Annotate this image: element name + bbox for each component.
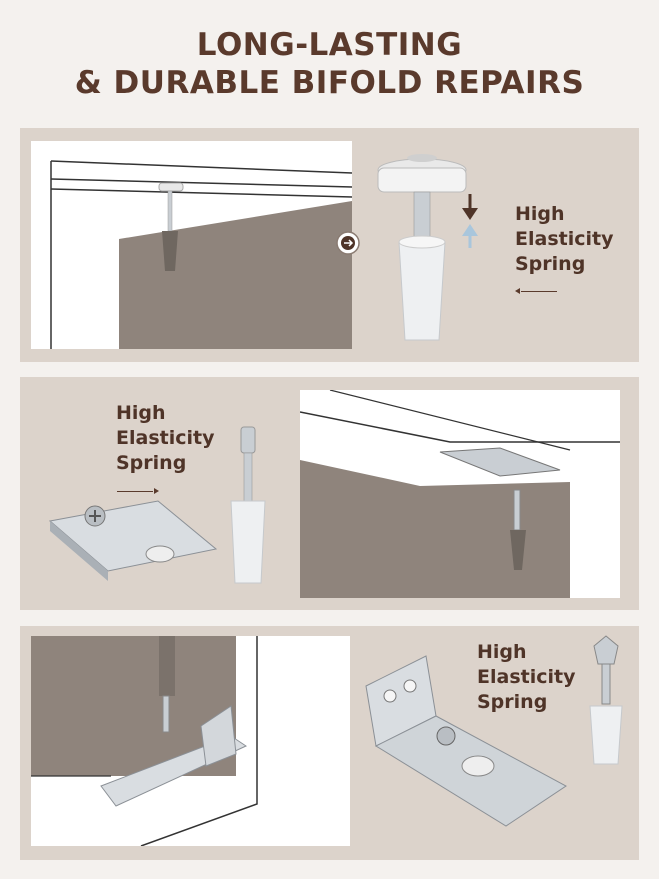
headline-line-2: & DURABLE BIFOLD REPAIRS	[74, 65, 585, 101]
spring-label-1: High Elasticity Spring	[515, 203, 614, 275]
door-bottom-corner-illustration	[31, 636, 258, 846]
door-top-track-illustration	[300, 390, 620, 598]
bottom-pivot-pin-illustration	[230, 426, 266, 584]
door-top-track-scene	[300, 390, 620, 598]
arrow-right-circle-icon	[336, 231, 360, 255]
spring-pin-with-socket-illustration	[589, 635, 623, 765]
floor-bracket-illustration	[365, 655, 567, 827]
door-top-corner-illustration	[50, 160, 352, 349]
pointer-arrow-1	[515, 288, 557, 294]
spring-label-3: High Elasticity Spring	[477, 641, 576, 713]
door-bottom-corner-scene	[31, 636, 350, 846]
headline: LONG-LASTING & DURABLE BIFOLD REPAIRS	[0, 26, 659, 102]
top-pivot-pin-illustration	[377, 154, 467, 341]
headline-line-1: LONG-LASTING	[196, 27, 463, 63]
door-top-corner-scene	[31, 141, 352, 349]
spring-label-2: High Elasticity Spring	[116, 402, 215, 474]
panel-floor-bracket: High Elasticity Spring	[20, 626, 639, 860]
panel-top-pivot: High Elasticity Spring	[20, 128, 639, 362]
spring-compress-arrows-icon	[462, 194, 478, 248]
pivot-bracket-illustration	[48, 500, 218, 581]
pointer-arrow-2	[117, 488, 159, 494]
panel-bottom-bracket: High Elasticity Spring	[20, 377, 639, 610]
